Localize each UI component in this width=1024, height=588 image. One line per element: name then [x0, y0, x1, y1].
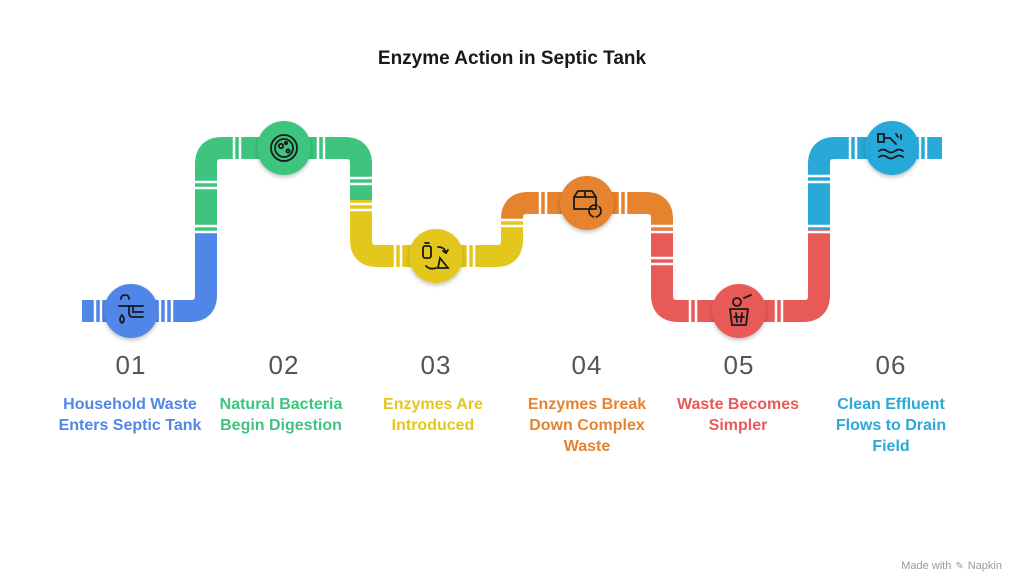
step-number-1: 01: [115, 350, 147, 380]
credit-brand: Napkin: [967, 560, 1002, 572]
step-number-3: 03: [420, 350, 452, 380]
step-node-1: [104, 284, 158, 338]
napkin-logo-icon: ✎: [955, 560, 964, 572]
bacteria-icon: [270, 134, 298, 162]
box-recycle-icon: [573, 190, 602, 218]
sink-drain-icon: [118, 294, 144, 325]
step-number-2: 02: [268, 350, 300, 380]
step-number-5: 05: [723, 350, 755, 380]
made-with-credit: Made with ✎ Napkin: [901, 560, 1002, 572]
step-node-2: [257, 121, 311, 175]
credit-prefix: Made with: [901, 560, 952, 572]
diagram-title: Enzyme Action in Septic Tank: [377, 48, 647, 69]
step-node-5: [712, 284, 766, 338]
pipe-segment-blue: [82, 232, 217, 322]
step-label-5: Waste Becomes Simpler: [676, 396, 800, 434]
step-label-3: Enzymes Are Introduced: [383, 396, 483, 434]
step-label-6: Clean Effluent Flows to Drain Field: [835, 396, 947, 455]
pipe-segment-cyan: [808, 137, 942, 230]
step-label-4: Enzymes Break Down Complex Waste: [527, 396, 647, 455]
water-outflow-icon: [877, 133, 904, 160]
step-number-4: 04: [571, 350, 603, 380]
step-node-3: [409, 229, 463, 283]
step-node-4: [560, 176, 614, 230]
step-label-1: Household Waste Enters Septic Tank: [58, 396, 202, 434]
enzyme-bottles-icon: [422, 242, 450, 270]
step-label-2: Natural Bacteria Begin Digestion: [219, 396, 343, 434]
step-number-6: 06: [875, 350, 907, 380]
step-node-6: [865, 121, 919, 175]
waste-bin-icon: [729, 294, 752, 326]
